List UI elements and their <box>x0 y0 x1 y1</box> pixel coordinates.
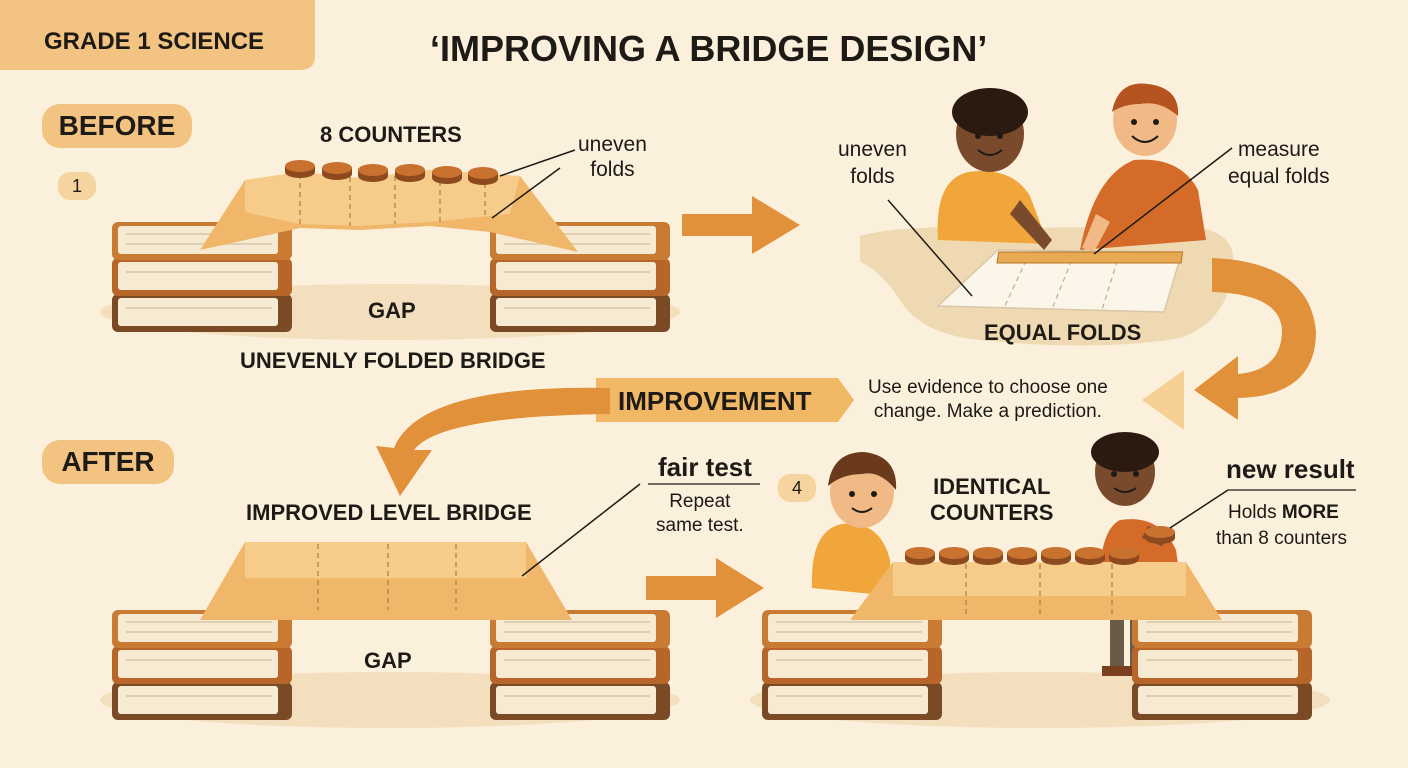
fair-test-note: Repeat same test. <box>656 491 744 536</box>
page-title: ‘IMPROVING A BRIDGE DESIGN’ <box>430 28 988 69</box>
book-stack-right-after <box>489 609 671 721</box>
ruler <box>996 251 1184 264</box>
arrow-curve-left <box>376 387 610 496</box>
arrow-right-top <box>682 196 800 254</box>
before-badge: BEFORE <box>42 104 192 148</box>
step-4-badge: 4 <box>778 474 816 502</box>
child-left-measure <box>937 88 1052 250</box>
before-caption: UNEVENLY FOLDED BRIDGE <box>240 348 546 373</box>
improvement-label: IMPROVEMENT <box>618 386 812 416</box>
book-stack-right-test <box>1131 609 1313 721</box>
child-left-test <box>811 452 897 596</box>
result-line-1: Holds MORE <box>1228 502 1339 524</box>
equal-folds-caption: EQUAL FOLDS <box>984 320 1142 345</box>
measure-equal-folds-label: measure equal folds <box>1228 138 1330 188</box>
result-emphasis: MORE <box>1281 502 1339 523</box>
after-badge: AFTER <box>42 440 174 484</box>
after-caption: IMPROVED LEVEL BRIDGE <box>246 500 532 525</box>
arrow-right-bottom <box>646 558 764 618</box>
arrow-left-small <box>1142 370 1184 430</box>
step-1-badge: 1 <box>58 172 96 200</box>
header-tab <box>0 0 315 70</box>
result-prefix: Holds <box>1228 502 1282 523</box>
book-stack-left-after <box>111 609 293 721</box>
improvement-note: Use evidence to choose one change. Make … <box>868 377 1108 422</box>
book-stack-left-test <box>761 609 943 721</box>
book-stack-left-before <box>111 221 293 333</box>
uneven-folds-label-before: uneven folds <box>578 133 647 181</box>
result-line-2: than 8 counters <box>1216 528 1347 549</box>
gap-label-before: GAP <box>368 298 416 323</box>
child-right-measure <box>1080 83 1206 252</box>
uneven-folds-label-measure: uneven folds <box>838 138 907 188</box>
counters-label: 8 COUNTERS <box>320 122 462 147</box>
book-stack-right-before <box>489 221 671 333</box>
arrow-curve-right <box>1194 258 1316 420</box>
gap-label-after: GAP <box>364 648 412 673</box>
fair-test-title: fair test <box>658 452 752 482</box>
identical-counters-label: IDENTICAL COUNTERS <box>930 474 1054 525</box>
new-result-title: new result <box>1226 454 1355 484</box>
grade-label: GRADE 1 SCIENCE <box>44 28 265 55</box>
improvement-ribbon <box>596 378 854 422</box>
